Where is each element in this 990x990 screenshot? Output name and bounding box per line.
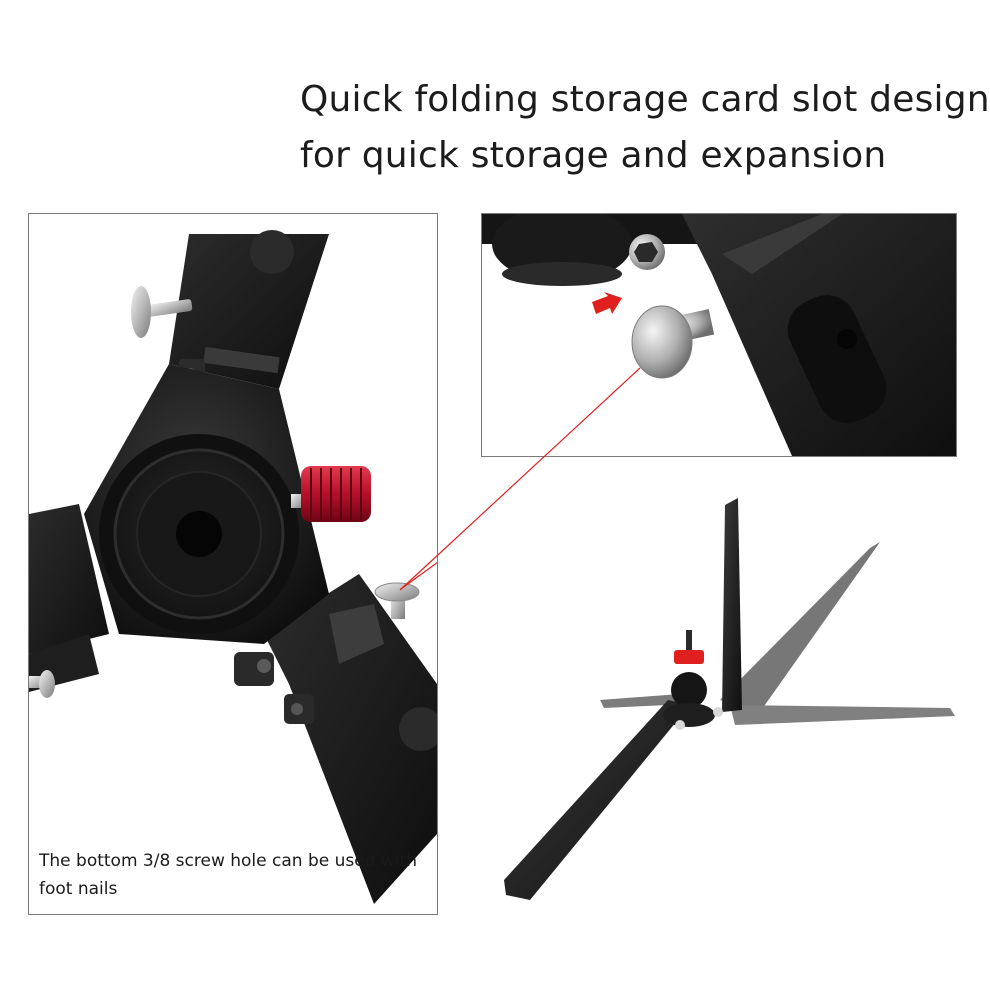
ghost-legs (600, 542, 955, 725)
slot-illustration (482, 214, 956, 456)
storage-thumb-screw (631, 305, 715, 379)
hub-illustration (29, 230, 437, 904)
hex-screw (629, 234, 665, 270)
ball-head-base (482, 214, 702, 286)
ball-head (663, 630, 723, 730)
headline-line-2: for quick storage and expansion (300, 135, 887, 176)
screw-hole-caption: The bottom 3/8 screw hole can be used wi… (39, 851, 417, 899)
headline-line-1: Quick folding storage card slot design (300, 79, 990, 120)
screw-hole (176, 511, 222, 557)
headline: Quick folding storage card slot design f… (300, 72, 990, 184)
vertical-leg (722, 498, 742, 712)
hub-detail-panel: The bottom 3/8 screw hole can be used wi… (28, 213, 438, 915)
red-arrow-icon (592, 292, 622, 314)
front-leg (504, 700, 690, 900)
thumb-screw-top (131, 286, 193, 338)
lower-right-leg (234, 574, 437, 904)
hub-body (84, 364, 329, 644)
red-lock-knob (291, 466, 371, 522)
folded-leg (682, 214, 956, 456)
upper-leg (169, 230, 329, 389)
thumb-screw-left (29, 670, 55, 698)
